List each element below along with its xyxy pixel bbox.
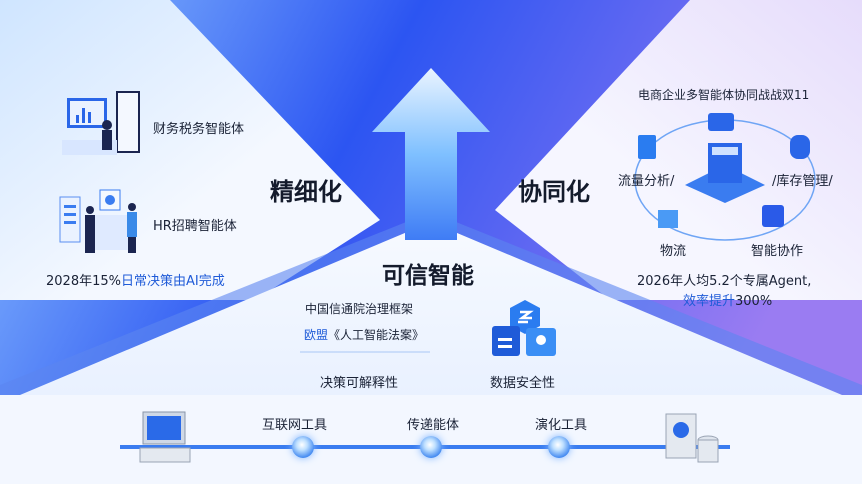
eu-highlight: 欧盟	[304, 328, 329, 342]
eu-ai-act-title: 《人工智能法案》	[328, 328, 425, 342]
right-title: 协同化	[518, 178, 590, 206]
agent-collaboration-network-icon	[620, 105, 830, 255]
center-title: 可信智能	[382, 263, 474, 289]
hr-agent-illustration-icon	[58, 185, 143, 260]
timeline-node-3	[548, 436, 570, 458]
node-intelligent-collaboration: 智能协作	[751, 244, 804, 259]
timeline-stage-transmission: 传递能体	[407, 418, 460, 433]
finance-agent-label: 财务税务智能体	[153, 122, 245, 137]
finance-agent-illustration-icon	[62, 90, 142, 165]
right-stat-line2: 效率提升300%	[683, 290, 772, 309]
right-stat-line1: 2026年人均5.2个专属Agent,	[637, 274, 812, 289]
left-stat-highlight: 日常决策由AI完成	[120, 274, 225, 289]
left-title: 精细化	[270, 178, 342, 206]
pillar-data-security: 数据安全性	[490, 376, 556, 391]
pillar-decision-explainability: 决策可解释性	[320, 376, 399, 391]
right-stat-rest: 300%	[735, 294, 773, 309]
node-traffic-analysis: 流量分析/	[618, 174, 675, 189]
data-security-icon	[490, 298, 560, 358]
right-caption: 电商企业多智能体协同战战双11	[638, 88, 810, 102]
node-inventory-management: /库存管理/	[772, 174, 833, 189]
left-stat: 2028年15%日常决策由AI完成	[46, 270, 225, 289]
left-stat-prefix: 2028年15%	[46, 274, 121, 289]
server-database-icon	[662, 410, 722, 468]
timeline-node-1	[292, 436, 314, 458]
timeline-node-2	[420, 436, 442, 458]
timeline-stage-internet-tools: 互联网工具	[262, 418, 328, 433]
framework-eu-ai-act: 欧盟《人工智能法案》	[304, 326, 424, 343]
framework-caict: 中国信通院治理框架	[305, 302, 414, 316]
node-logistics: 物流	[660, 244, 687, 259]
right-stat-highlight: 效率提升	[683, 294, 736, 309]
desktop-computer-icon	[138, 408, 198, 468]
timeline-stage-evolution-tools: 演化工具	[535, 418, 588, 433]
hr-agent-label: HR招聘智能体	[153, 219, 237, 234]
